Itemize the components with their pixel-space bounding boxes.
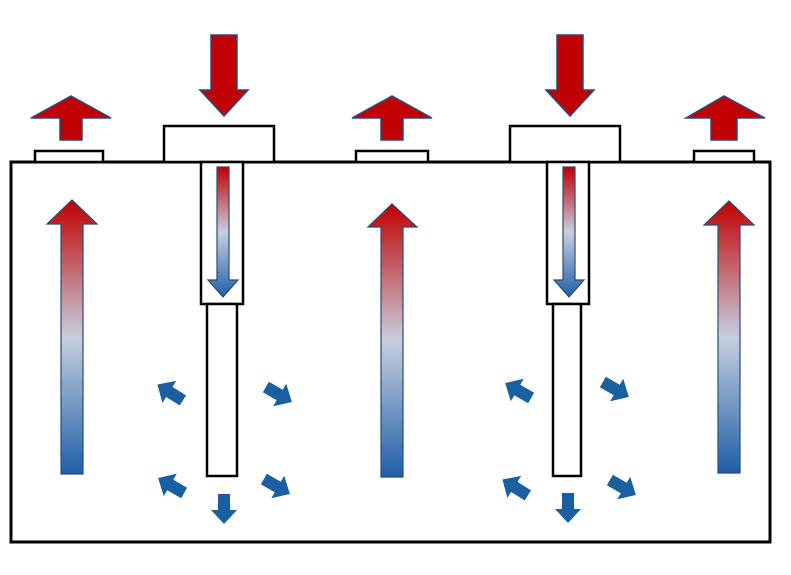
dispersion-arrow — [211, 494, 237, 524]
inflow-arrow-left — [198, 34, 250, 118]
upflow-column-right — [702, 200, 756, 474]
pipe-down-arrow-right — [552, 166, 586, 298]
dispersion-arrow — [505, 378, 535, 404]
injection-pipe-lower-right — [551, 302, 583, 478]
dispersion-arrow — [555, 493, 581, 523]
outflow-arrow-middle — [351, 95, 433, 141]
dispersion-arrow — [606, 474, 636, 500]
dispersion-arrow — [502, 475, 532, 501]
dispersion-arrow — [157, 380, 187, 406]
dispersion-arrow — [158, 473, 188, 499]
intake-housing-left — [162, 124, 276, 164]
vent-cap-right — [692, 149, 756, 164]
dispersion-arrows-left-well — [157, 380, 292, 524]
upflow-column-left — [45, 199, 99, 475]
dispersion-arrow — [599, 376, 629, 402]
vent-cap-left — [33, 149, 105, 164]
injection-pipe-lower-left — [205, 302, 239, 478]
dispersion-arrow — [262, 381, 292, 407]
outflow-arrow-left — [30, 95, 112, 141]
upflow-column-middle — [366, 203, 419, 478]
vent-cap-middle — [354, 149, 430, 164]
dispersion-arrows-right-well — [502, 376, 636, 523]
dispersion-arrow — [260, 473, 290, 499]
inflow-arrow-right — [544, 34, 596, 118]
intake-housing-right — [508, 124, 622, 164]
outflow-arrow-right — [683, 95, 766, 141]
pipe-down-arrow-left — [206, 166, 240, 298]
